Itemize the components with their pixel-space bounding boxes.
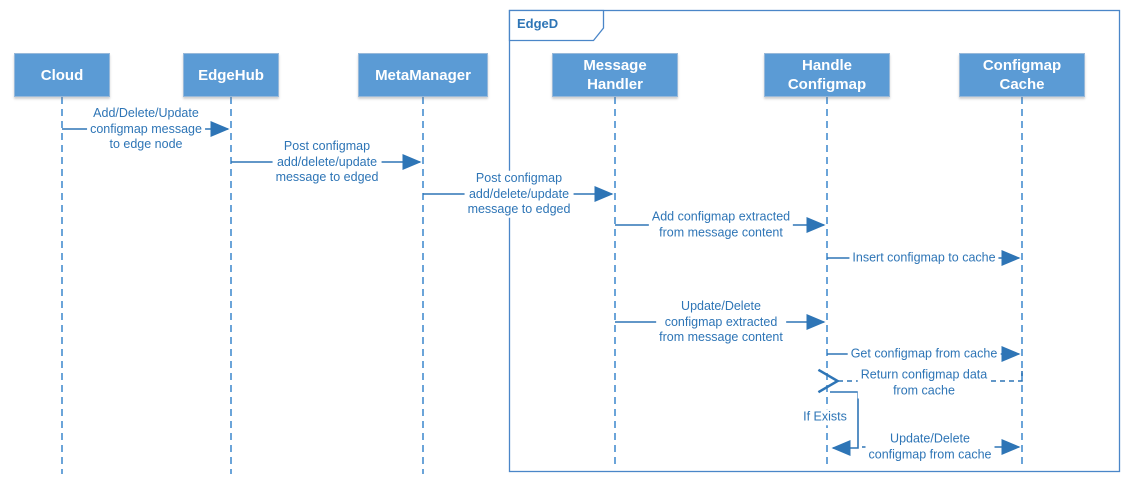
message-label-10: Update/Delete configmap from cache	[865, 431, 995, 463]
arrow-msg-return	[836, 371, 1023, 381]
message-label-7: Get configmap from cache	[847, 346, 1001, 362]
condition-label-if-exists: If Exists	[800, 409, 850, 425]
participant-edgehub: EdgeHub	[183, 53, 279, 97]
message-label-1: Add/Delete/Update configmap message to e…	[87, 105, 205, 153]
message-label-5: Insert configmap to cache	[849, 250, 999, 266]
message-label-2-line: message to edged	[275, 169, 379, 184]
message-label-3: Post configmap add/delete/update message…	[464, 170, 574, 218]
message-label-1-line: configmap message	[90, 121, 202, 136]
participant-handle-configmap: Handle Configmap	[764, 53, 890, 97]
message-label-1-line: to edge node	[109, 136, 183, 151]
message-label-return-line: from cache	[893, 383, 955, 397]
message-label-10-line: configmap from cache	[868, 447, 992, 461]
message-label-1-line: Add/Delete/Update	[93, 105, 199, 120]
message-label-3-line: add/delete/update	[468, 186, 570, 201]
edged-frame-label: EdgeD	[517, 16, 559, 31]
message-label-2: Post configmap add/delete/update message…	[272, 138, 382, 186]
message-label-4-line: from message content	[659, 225, 783, 239]
message-label-6-line: from message content	[659, 329, 783, 344]
edged-frame-tab	[508, 9, 605, 42]
message-label-3-line: message to edged	[467, 201, 571, 216]
message-label-3-line: Post configmap	[475, 170, 563, 185]
message-label-10-line: Update/Delete	[890, 431, 970, 446]
participant-metamanager: MetaManager	[358, 53, 488, 97]
message-label-5-line: Insert configmap to cache	[852, 250, 996, 265]
message-label-2-line: add/delete/update	[276, 154, 378, 169]
message-label-6-line: configmap extracted	[664, 314, 778, 329]
message-label-6-line: Update/Delete	[681, 298, 761, 313]
participant-configmap-cache: Configmap Cache	[959, 53, 1085, 97]
message-label-6: Update/Delete configmap extracted from m…	[656, 298, 786, 346]
message-label-7-line: Get configmap from cache	[850, 346, 998, 361]
participant-message-handler: Message Handler	[552, 53, 678, 97]
condition-label-if-exists-line: If Exists	[803, 409, 847, 424]
message-label-2-line: Post configmap	[283, 138, 371, 153]
arrow-self-loop	[830, 391, 859, 456]
participant-cloud: Cloud	[14, 53, 110, 97]
message-label-return-line: Return configmap data	[860, 367, 988, 382]
edged-frame	[508, 9, 1121, 473]
message-label-4: Add configmap extracted from message con…	[648, 209, 794, 241]
message-label-4-line: Add configmap extracted	[651, 209, 791, 224]
message-label-return: Return configmap data from cache	[857, 367, 991, 399]
